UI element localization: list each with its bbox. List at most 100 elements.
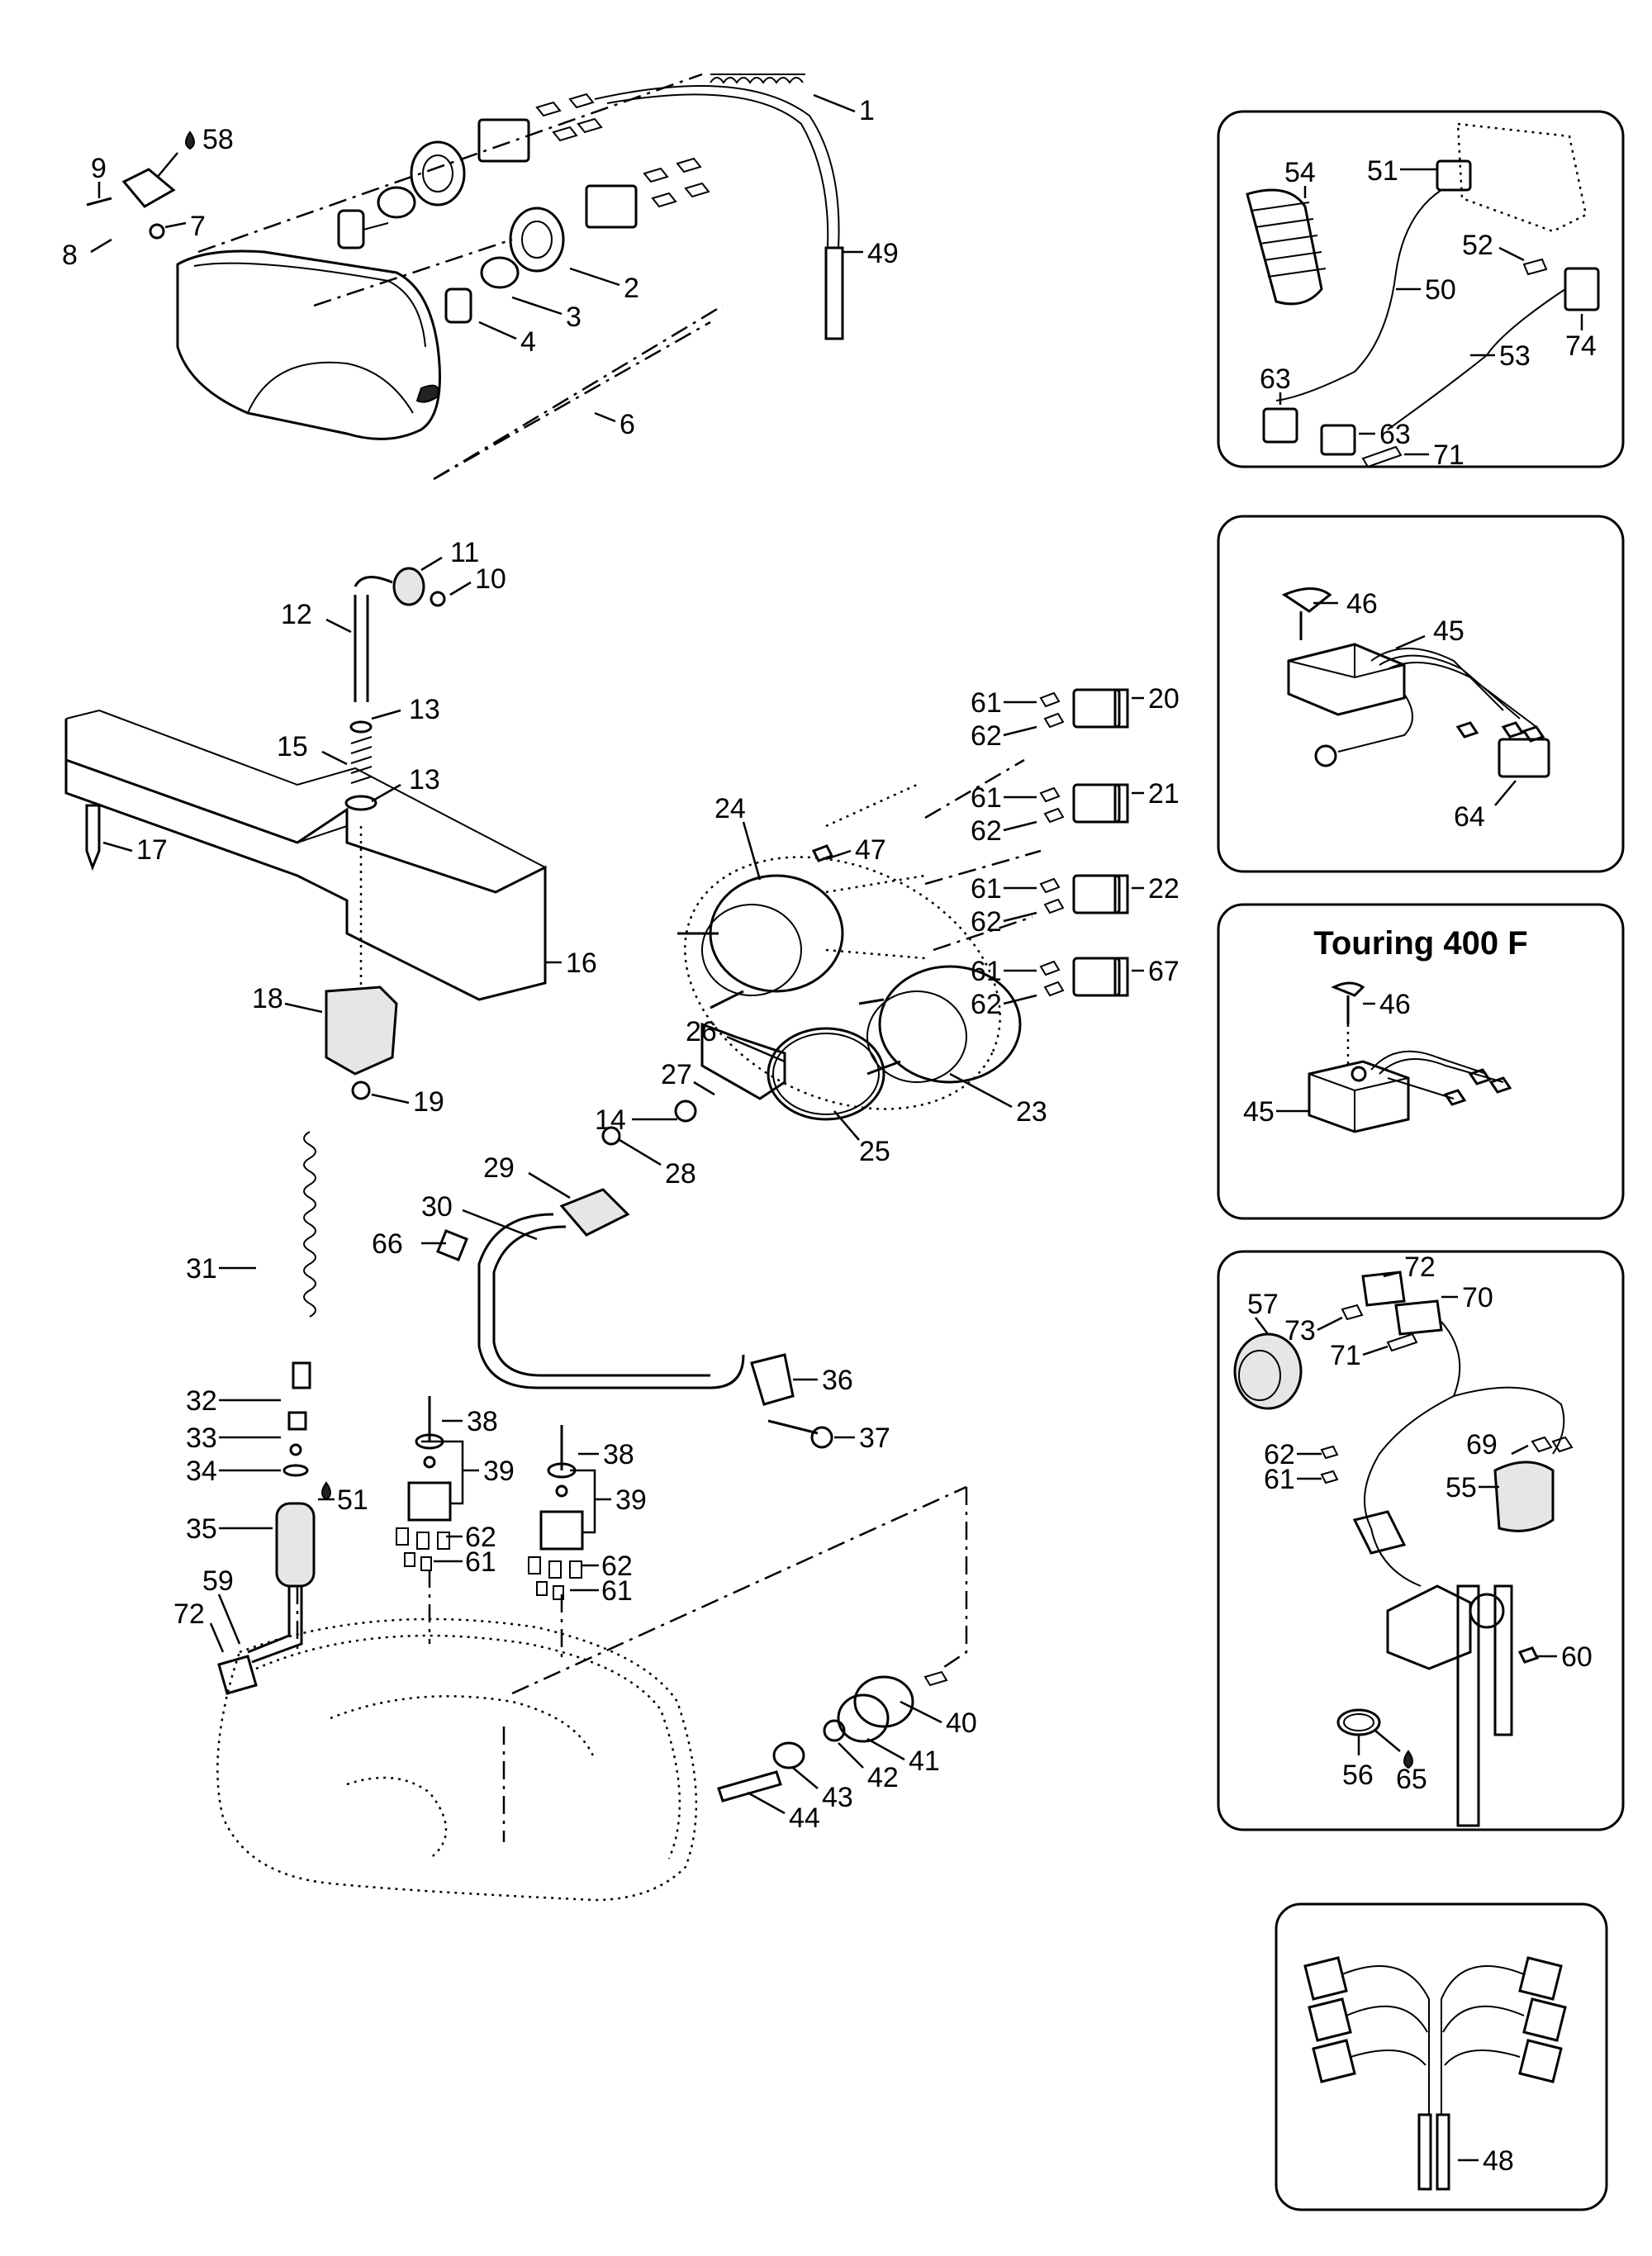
label-8: 8	[62, 240, 78, 271]
label-13b: 13	[409, 764, 440, 796]
inset1-label-63b: 63	[1379, 419, 1411, 450]
label-6: 6	[620, 409, 635, 440]
inset4-label-56: 56	[1342, 1760, 1374, 1791]
label-14: 14	[595, 1104, 626, 1136]
label-9: 9	[91, 153, 107, 184]
label-61b: 61	[971, 782, 1002, 814]
connector-67	[1039, 957, 1129, 997]
label-11: 11	[450, 537, 479, 568]
label-61e: 61	[465, 1546, 496, 1578]
inset-touring-400f: Touring 400 F 46 45	[1217, 903, 1625, 1220]
label-61a: 61	[971, 687, 1002, 719]
label-43: 43	[822, 1782, 853, 1813]
label-33: 33	[186, 1422, 217, 1454]
label-29: 29	[483, 1152, 515, 1184]
inset3-label-46: 46	[1379, 989, 1411, 1020]
label-34: 34	[186, 1456, 217, 1487]
label-67: 67	[1148, 956, 1180, 987]
label-17: 17	[136, 834, 168, 866]
inset1-label-54: 54	[1284, 157, 1316, 188]
label-39b: 39	[615, 1484, 647, 1516]
label-10: 10	[475, 563, 506, 595]
label-3: 3	[566, 302, 582, 333]
ignition-switch	[717, 1670, 948, 1802]
inset4-label-62: 62	[1264, 1439, 1295, 1470]
label-62c: 62	[971, 906, 1002, 938]
inset-sensor-harness: 72 70 57 73 71 62 61 69 55 60 56 65	[1217, 1250, 1625, 1831]
label-39a: 39	[483, 1456, 515, 1487]
label-26: 26	[686, 1016, 717, 1047]
label-13a: 13	[409, 694, 440, 725]
label-7: 7	[190, 211, 206, 242]
label-32: 32	[186, 1385, 217, 1417]
label-41: 41	[909, 1745, 940, 1777]
inset1-label-71: 71	[1433, 439, 1464, 471]
inset1-label-50: 50	[1425, 274, 1456, 306]
label-62d: 62	[971, 989, 1002, 1020]
inset1-label-74: 74	[1565, 330, 1597, 362]
label-37: 37	[859, 1422, 890, 1454]
label-51a: 51	[337, 1484, 368, 1516]
connector-21	[1039, 783, 1129, 824]
connector-22	[1039, 874, 1129, 914]
inset-regulator-45: 46 45 64	[1217, 515, 1625, 873]
label-27: 27	[661, 1059, 692, 1090]
label-30: 30	[421, 1191, 453, 1223]
dash-bracket	[64, 567, 547, 1100]
label-16: 16	[566, 948, 597, 979]
label-12: 12	[281, 599, 312, 630]
switch-right	[528, 1425, 584, 1600]
inset4-label-73: 73	[1284, 1315, 1316, 1346]
label-21: 21	[1148, 778, 1180, 810]
gauge-cluster	[601, 758, 1042, 1146]
inset4-label-60: 60	[1561, 1641, 1593, 1673]
label-42: 42	[867, 1762, 899, 1793]
label-72a: 72	[173, 1598, 205, 1630]
label-62b: 62	[971, 815, 1002, 847]
inset2-label-45: 45	[1433, 615, 1464, 647]
callouts-main: 1 2 3 4 6 7 8 9 58 49 10 11 12 13 13 15 …	[62, 93, 1180, 1834]
headlamp-assembly	[86, 73, 844, 481]
inset4-label-55: 55	[1446, 1472, 1477, 1503]
inset2-label-46: 46	[1346, 588, 1378, 620]
label-25: 25	[859, 1136, 890, 1167]
inset-harness-48: 48	[1275, 1902, 1608, 2211]
inset4-label-72: 72	[1404, 1251, 1436, 1283]
label-24: 24	[714, 793, 746, 824]
label-19: 19	[413, 1086, 444, 1118]
label-58: 58	[202, 124, 234, 155]
label-59: 59	[202, 1565, 234, 1597]
label-4: 4	[520, 326, 536, 358]
inset4-label-69: 69	[1466, 1429, 1498, 1460]
label-22: 22	[1148, 873, 1180, 905]
label-44: 44	[789, 1802, 820, 1834]
inset4-label-61: 61	[1264, 1464, 1295, 1495]
inset1-label-63a: 63	[1260, 363, 1291, 395]
label-18: 18	[252, 983, 283, 1014]
label-61f: 61	[601, 1575, 633, 1607]
label-66: 66	[372, 1228, 403, 1260]
label-28: 28	[665, 1158, 696, 1190]
label-62e: 62	[465, 1522, 496, 1553]
inset1-label-51: 51	[1367, 155, 1398, 187]
inset-harness-50-53: 51 54 52 50 53 74 63 63 71	[1217, 110, 1625, 471]
connector-20	[1039, 688, 1129, 729]
label-62a: 62	[971, 720, 1002, 752]
inset5-label-48: 48	[1483, 2145, 1514, 2177]
label-62f: 62	[601, 1551, 633, 1582]
inset1-label-52: 52	[1462, 230, 1493, 261]
label-47: 47	[855, 834, 886, 866]
label-49: 49	[867, 238, 899, 269]
label-15: 15	[277, 731, 308, 762]
inset1-label-53: 53	[1499, 340, 1531, 372]
label-36: 36	[822, 1365, 853, 1396]
inset4-label-57: 57	[1247, 1289, 1279, 1320]
label-38a: 38	[467, 1406, 498, 1437]
inset2-label-64: 64	[1454, 801, 1485, 833]
console-outline	[216, 1485, 968, 1902]
label-20: 20	[1148, 683, 1180, 715]
label-2: 2	[624, 273, 639, 304]
label-61d: 61	[971, 956, 1002, 987]
label-61c: 61	[971, 873, 1002, 905]
